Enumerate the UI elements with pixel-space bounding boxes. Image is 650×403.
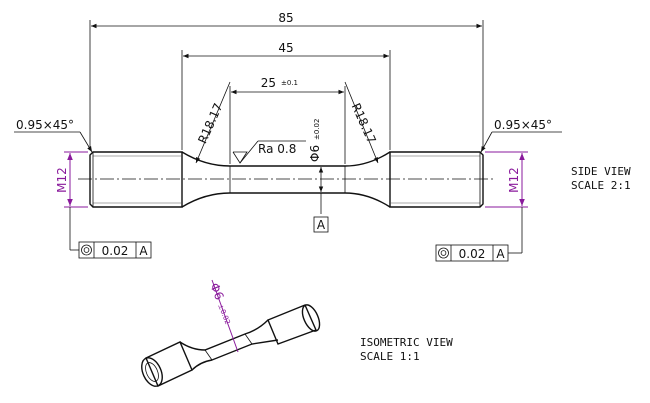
- radius-right: R18.17: [344, 81, 379, 164]
- dim-gauge-tol: ±0.1: [281, 79, 298, 87]
- iso-view-note: ISOMETRIC VIEW SCALE 1:1: [360, 336, 453, 363]
- side-view-part: [78, 151, 496, 208]
- radius-left-label: R18.17: [195, 101, 225, 146]
- dim-overall-label: 85: [278, 11, 293, 25]
- side-view-scale: SCALE 2:1: [571, 179, 631, 192]
- iso-diameter-dim: Φ6 ±0.02: [207, 279, 239, 353]
- fcf-left-datum: A: [139, 244, 148, 258]
- fcf-right-datum: A: [496, 247, 505, 261]
- thread-right: M12: [485, 151, 528, 208]
- roughness-symbol: Ra 0.8: [232, 140, 306, 164]
- concentricity-icon: [438, 247, 449, 259]
- iso-view-title: ISOMETRIC VIEW: [360, 336, 453, 349]
- chamfer-left-label: 0.95×45°: [16, 118, 74, 132]
- dim-diameter-label: Φ6: [308, 145, 322, 162]
- thread-left-label: M12: [55, 167, 69, 193]
- fcf-right-tolerance: 0.02: [459, 247, 486, 261]
- fcf-left: 0.02 A: [69, 207, 152, 259]
- datum-a-label: A: [317, 218, 326, 232]
- dim-reduced-45: 45: [181, 41, 391, 150]
- chamfer-left: 0.95×45°: [14, 118, 93, 153]
- dim-gauge-label: 25: [261, 76, 276, 90]
- datum-a: A: [313, 216, 329, 233]
- dim-overall-85: 85: [89, 11, 484, 150]
- thread-right-label: M12: [507, 167, 521, 193]
- iso-diameter-label: Φ6: [207, 281, 226, 302]
- chamfer-right: 0.95×45°: [480, 118, 562, 153]
- radius-right-label: R18.17: [349, 101, 379, 146]
- iso-diameter-tol: ±0.02: [216, 303, 231, 326]
- concentricity-icon: [81, 244, 92, 256]
- dim-reduced-label: 45: [278, 41, 293, 55]
- fcf-right: 0.02 A: [435, 207, 523, 262]
- dim-gauge-25: 25 ±0.1: [229, 76, 346, 164]
- dim-diameter-tol: ±0.02: [313, 119, 321, 140]
- isometric-part: [141, 304, 321, 387]
- thread-left: M12: [55, 151, 88, 208]
- fcf-left-tolerance: 0.02: [102, 244, 129, 258]
- radius-left: R18.17: [195, 81, 231, 164]
- side-view-note: SIDE VIEW SCALE 2:1: [571, 165, 631, 192]
- side-view-title: SIDE VIEW: [571, 165, 631, 178]
- roughness-label: Ra 0.8: [258, 142, 296, 156]
- iso-view-scale: SCALE 1:1: [360, 350, 420, 363]
- dim-diameter: Φ6 ±0.02: [308, 119, 324, 214]
- chamfer-right-label: 0.95×45°: [494, 118, 552, 132]
